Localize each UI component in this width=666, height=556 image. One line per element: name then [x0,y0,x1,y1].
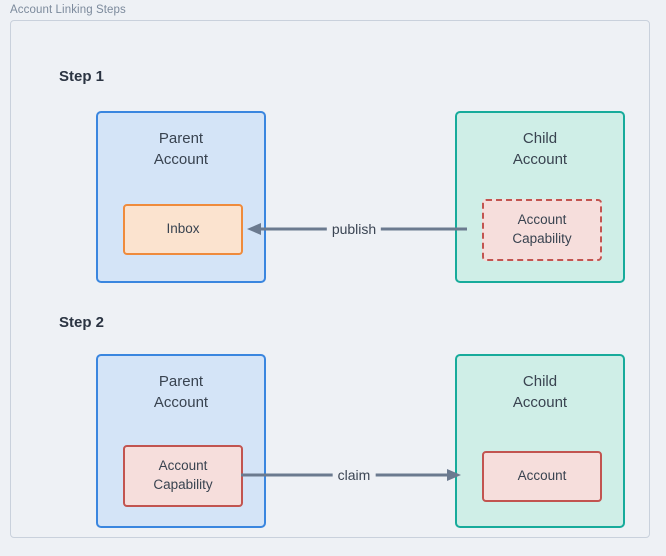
step-1-edge-label: publish [326,221,382,237]
step-2-child-account-box: Child Account Account [455,354,625,528]
figure-frame: Step 1 Parent Account Inbox Child Accoun… [10,20,650,538]
step-1-child-account-box: Child Account Account Capability [455,111,625,283]
step-1-inbox-box: Inbox [123,204,243,255]
step-1-parent-account-box: Parent Account Inbox [96,111,266,283]
step-2-edge-claim: claim [241,459,467,491]
step-1-parent-account-title: Parent Account [153,130,209,169]
step-1-child-account-title: Child Account [512,130,568,169]
step-2-parent-account-title: Parent Account [153,373,209,412]
step-1-label: Step 1 [59,68,105,85]
step-2-label: Step 2 [59,314,105,331]
figure-caption: Account Linking Steps [10,4,126,16]
step-1-account-capability-box: Account Capability [482,199,602,261]
step-1-edge-publish: publish [241,213,467,245]
step-2-child-account-title: Child Account [512,373,568,412]
step-2-account-capability-box: Account Capability [123,445,243,507]
step-2-parent-account-box: Parent Account Account Capability [96,354,266,528]
step-2-edge-label: claim [332,467,376,483]
step-2-account-box: Account [482,451,602,502]
